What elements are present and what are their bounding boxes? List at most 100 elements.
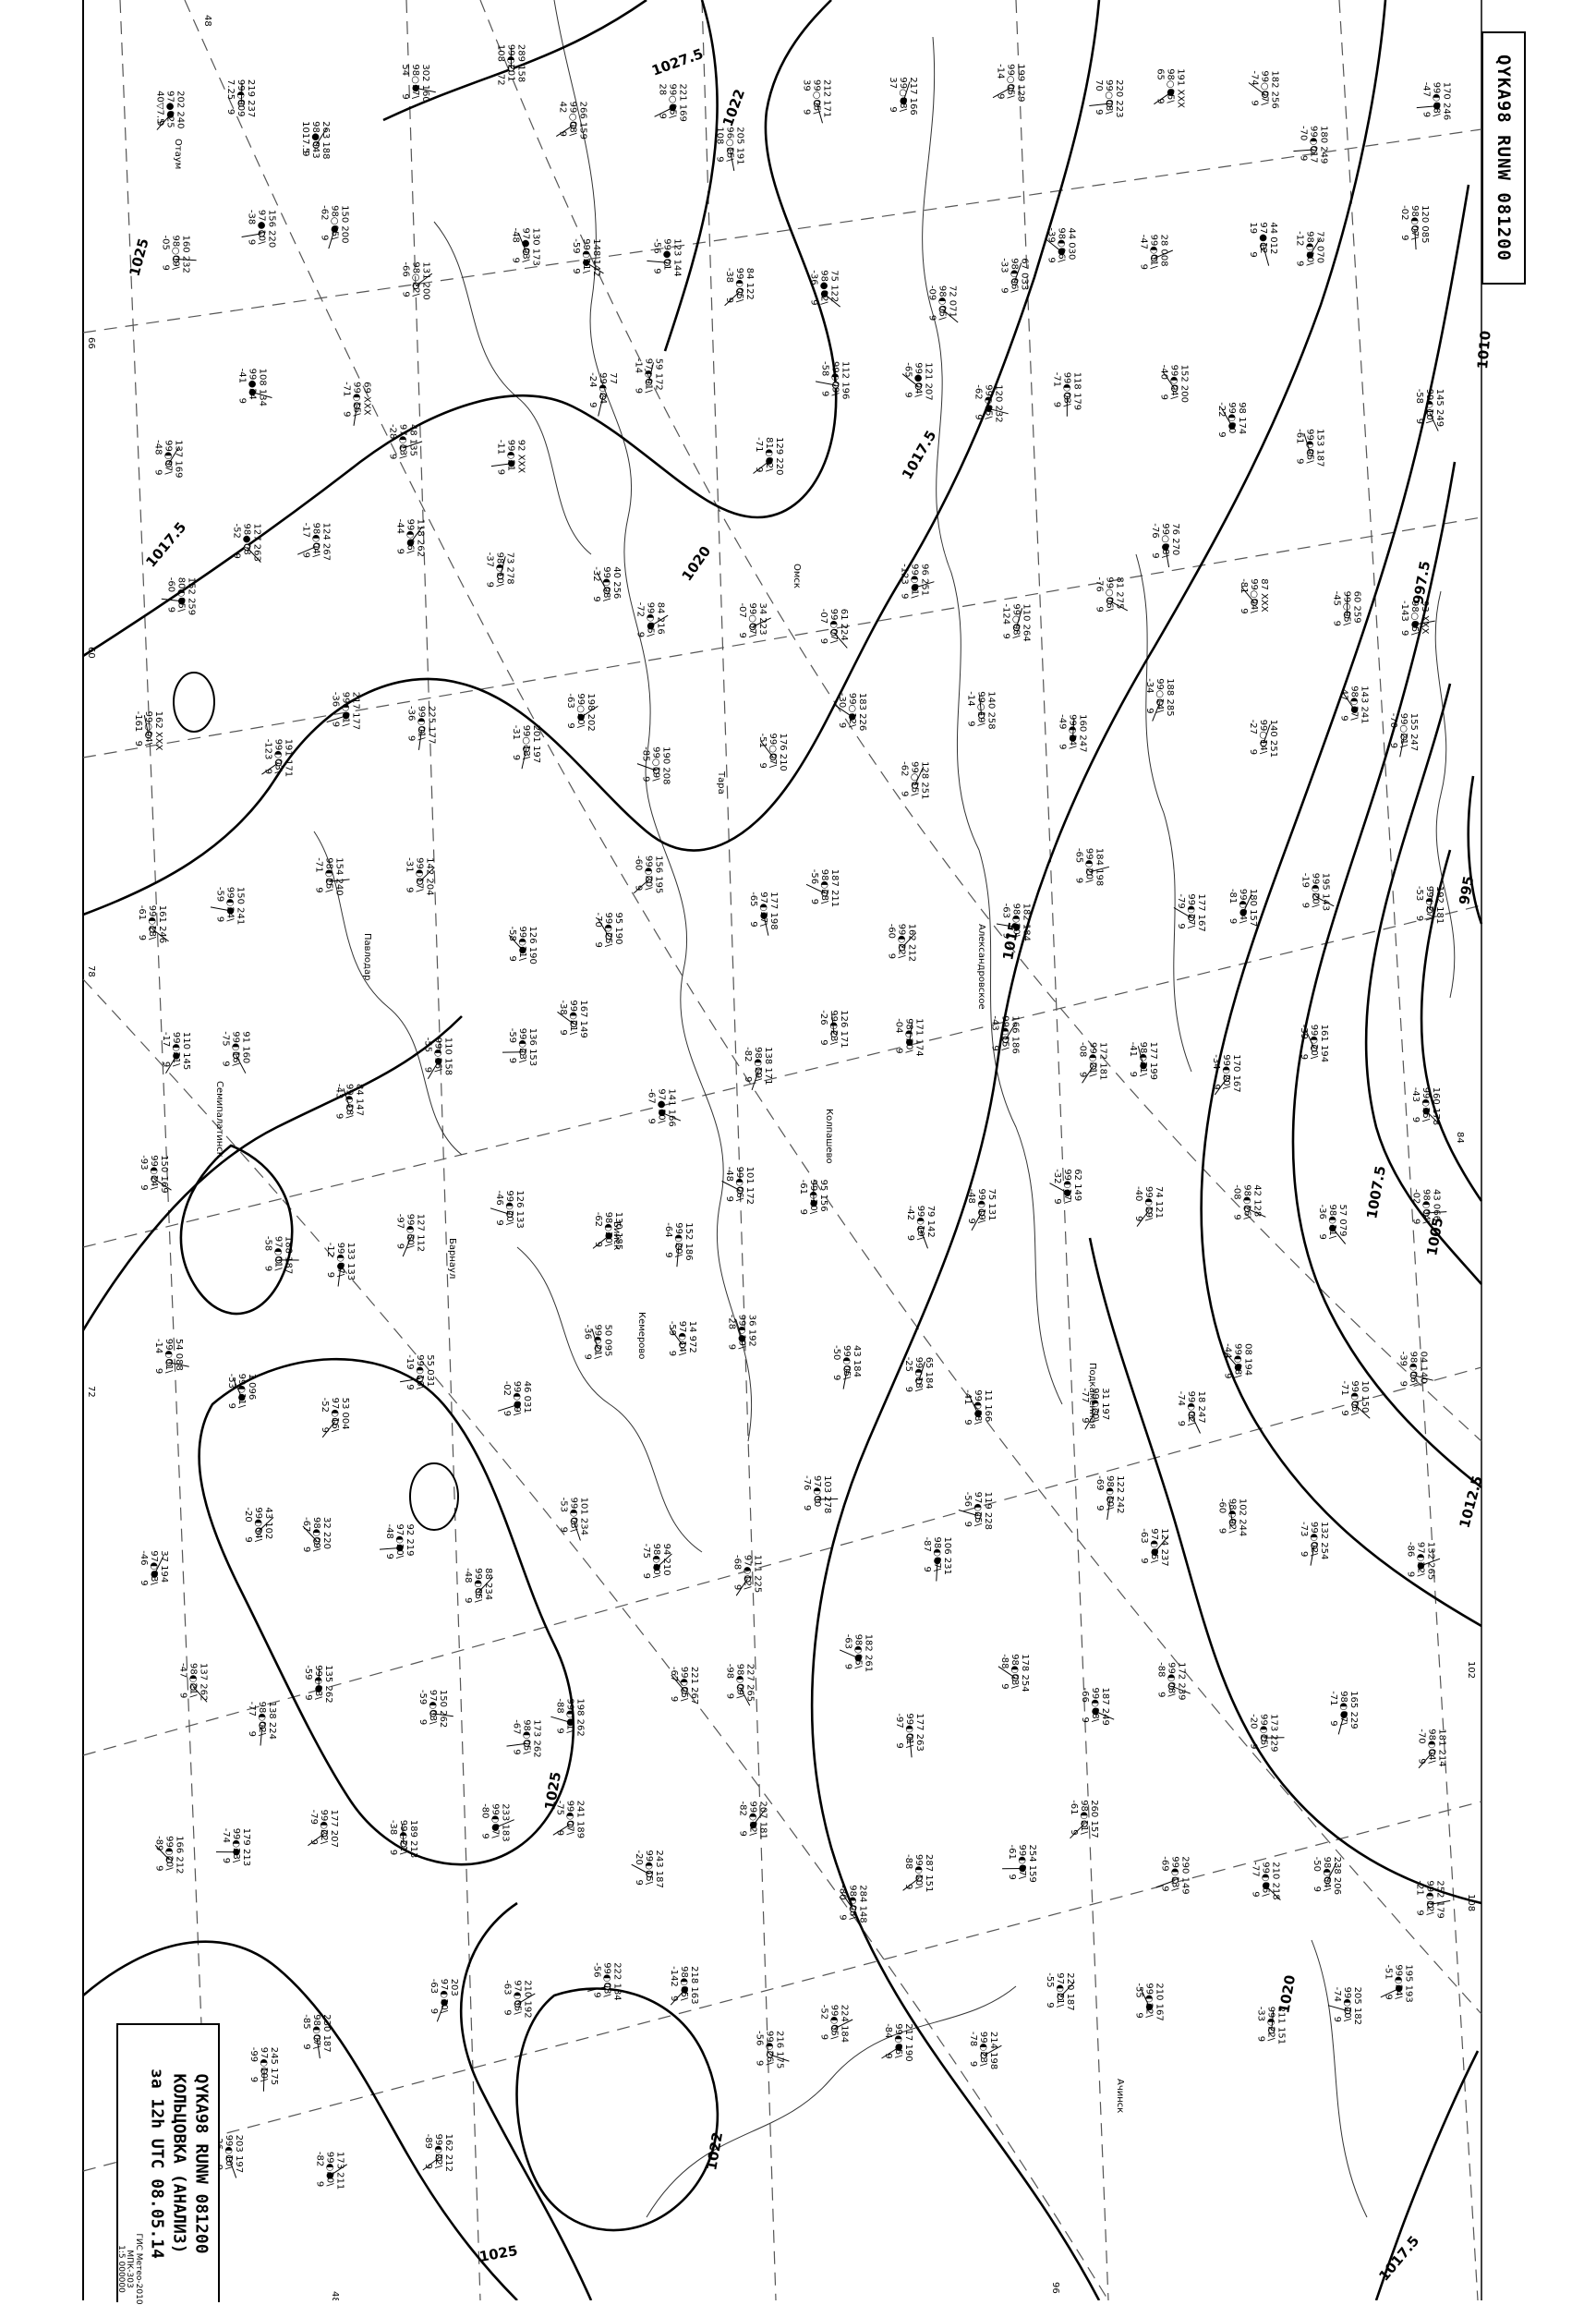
station-value: 9 <box>669 1696 679 1702</box>
station-value: 99◐21\ <box>1088 1042 1098 1077</box>
station-value: 9 <box>384 1554 394 1559</box>
station-value: -28 <box>726 1315 736 1329</box>
station-value: 9 <box>732 1584 742 1590</box>
station-value: -56 <box>809 869 819 884</box>
station-value: -65 <box>1074 848 1084 863</box>
station-value: 98◐10\ <box>495 552 505 588</box>
station-value: -64 <box>663 1222 673 1237</box>
station-value: 99◐17\ <box>415 857 425 892</box>
station-value: 131 200 <box>420 261 430 299</box>
station-value: 9 <box>325 1272 335 1278</box>
station-value: 9 <box>221 1061 231 1066</box>
station-value: 187 249 <box>1100 1688 1110 1726</box>
station-value: 99◐16\ <box>231 1031 241 1066</box>
station-value: -20 <box>1249 1714 1259 1729</box>
station-value: 9 <box>962 1522 973 1527</box>
station-value: 284 148 <box>857 1885 867 1923</box>
station-value: 57 079 <box>1337 1205 1348 1237</box>
station-value: 99◐27\ <box>1186 893 1196 928</box>
station-value: 214 198 <box>988 2032 998 2069</box>
title-line-2: КОЛЬЦОВКА (АНАЛИЗ) <box>170 2073 189 2253</box>
station-value: 245 175 <box>269 2047 279 2085</box>
station-value: -70 <box>1417 1729 1427 1743</box>
coord-label: 96 <box>1050 2282 1060 2294</box>
station-value: 98○05\ <box>1409 601 1420 636</box>
station-value: -89 <box>153 1836 163 1850</box>
station-value: 99◐12\ <box>1425 1880 1435 1915</box>
station-value: -59 <box>303 1665 313 1680</box>
place-name: Кемерово <box>636 1312 647 1359</box>
coord-label: 108 <box>1466 1894 1476 1911</box>
station-value: 9 <box>405 1384 415 1389</box>
station-value: 39 <box>802 79 812 91</box>
coord-label: 72 <box>86 1386 96 1398</box>
station-value: 97◐05\ <box>512 1980 522 2015</box>
station-value: 10 150 <box>1360 1380 1370 1413</box>
station-value: 99○12\ <box>847 693 857 728</box>
station-value: 99●04\ <box>913 362 923 397</box>
station-value: 9 <box>1399 630 1409 636</box>
station-value: 9 <box>417 1719 428 1725</box>
station-value: 178 254 <box>1020 1654 1030 1692</box>
station-value: 99◐20\ <box>163 1836 174 1871</box>
station-value: 9 <box>1176 1421 1186 1426</box>
station-value: 99◐24\ <box>225 887 236 922</box>
station-value: 9 <box>1410 1117 1421 1122</box>
station-value: 88 234 <box>483 1568 493 1600</box>
station-value: 99◐009 <box>236 79 246 117</box>
station-value: 9 <box>558 1029 568 1035</box>
station-value: 99◐08\ <box>973 1389 983 1425</box>
station-value: 9 <box>511 1749 521 1754</box>
station-value: -44 <box>394 519 405 534</box>
station-value: 219 237 <box>246 79 256 117</box>
station-value: 148 142 <box>591 238 601 276</box>
station-value: -65 <box>748 892 758 906</box>
station-value: 99◐27\ <box>1424 886 1434 921</box>
station-value: 99◐04\ <box>1169 365 1179 400</box>
place-name: Барнаул <box>447 1238 457 1279</box>
coord-label: 102 <box>1466 1661 1476 1679</box>
station-value: 98◐05\ <box>937 285 947 321</box>
station-value: -68 <box>732 1555 742 1570</box>
station-value: -76 <box>1150 523 1160 538</box>
station-value: 9 <box>1216 431 1227 437</box>
place-name: Ачинск <box>1115 2079 1125 2113</box>
header-box: QYKA98 RUNW 081200 <box>1481 31 1526 285</box>
station-value: 9 <box>1227 918 1238 924</box>
station-value: -89 <box>423 2134 433 2149</box>
station-value: 9 <box>1155 1692 1166 1697</box>
station-value: 11 166 <box>983 1389 993 1422</box>
station-value: -67 <box>669 1667 679 1681</box>
station-value: 9 <box>966 1219 976 1224</box>
station-value: 99◐14\ <box>1068 714 1078 749</box>
station-value: -39 <box>1046 227 1056 242</box>
station-value: 188 187 <box>284 1236 294 1274</box>
station-value: -48 <box>463 1568 473 1583</box>
station-value: 188 285 <box>1165 678 1175 716</box>
station-value: 9 <box>1414 419 1424 424</box>
station-value: 98●08 <box>241 524 251 555</box>
station-value: 9 <box>555 1830 565 1836</box>
station-value: -53 <box>226 1374 236 1389</box>
station-value: 99◐08\ <box>1232 1343 1242 1378</box>
station-value: 99○08\ <box>1160 523 1170 558</box>
station-value: 98◐10\ <box>1105 1475 1115 1510</box>
station-value: 99◐15\ <box>644 1850 654 1886</box>
station-value: -60 <box>887 924 897 939</box>
station-value: 9 <box>479 1833 490 1838</box>
station-value: 150 262 <box>438 1690 448 1728</box>
station-value: 233 183 <box>500 1803 510 1841</box>
station-value: 190 208 <box>661 746 671 784</box>
station-value: -48 <box>966 1189 976 1204</box>
station-value: 9 <box>137 935 147 940</box>
station-value: 132 265 <box>1425 1542 1435 1580</box>
station-value: 9 <box>743 1076 753 1082</box>
station-value: -02 <box>1399 205 1409 220</box>
station-value: 9 <box>1216 1528 1227 1534</box>
station-value: 9 <box>738 1831 748 1837</box>
station-value: -124 <box>1001 603 1011 625</box>
station-value: -46 <box>139 1550 149 1565</box>
station-value: 9 <box>301 1547 311 1552</box>
